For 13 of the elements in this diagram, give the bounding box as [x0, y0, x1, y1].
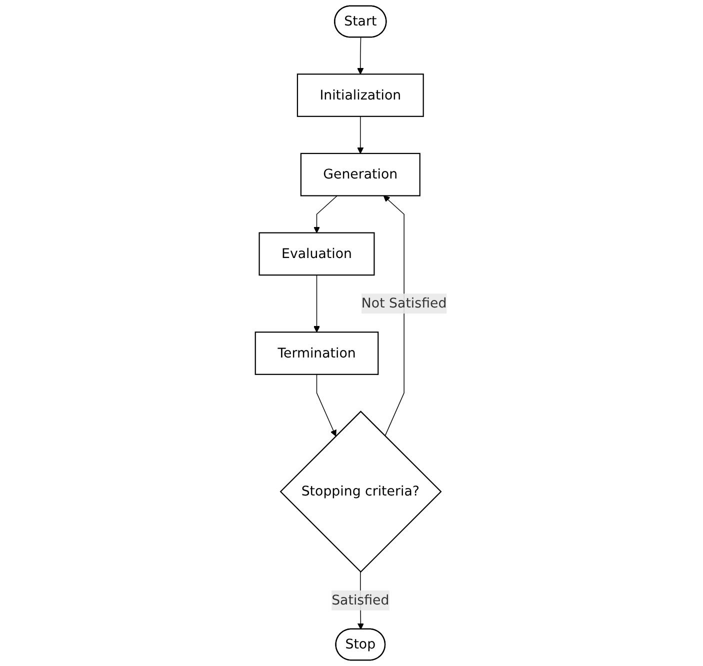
- arrow: [384, 195, 405, 436]
- edge-label: Satisfied: [332, 592, 390, 608]
- arrow: [314, 195, 338, 234]
- edge-label: Not Satisfied: [362, 296, 448, 312]
- node-box: Generation: [300, 152, 421, 196]
- node-box: Termination: [255, 332, 380, 375]
- arrow: [358, 37, 364, 74]
- arrow: [358, 116, 364, 154]
- node-box: Evaluation: [259, 232, 376, 276]
- node-diamond: Stopping criteria?: [280, 410, 442, 573]
- arrow: [316, 374, 337, 436]
- node-box: Initialization: [297, 74, 424, 117]
- arrow: [314, 274, 320, 332]
